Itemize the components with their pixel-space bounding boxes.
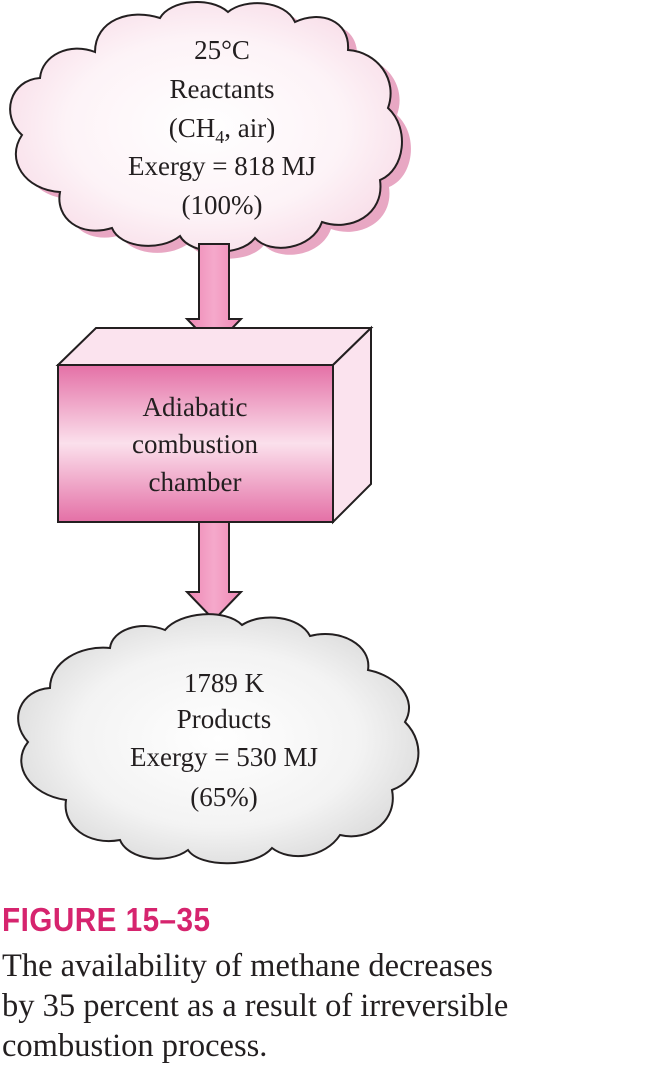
chamber-label-line3: chamber [149,467,242,497]
chamber-front-face [57,364,334,523]
reactants-exergy: Exergy = 818 MJ [128,151,316,181]
products-exergy: Exergy = 530 MJ [130,742,318,772]
reactants-label: Reactants [170,74,275,104]
reactants-percent: (100%) [182,190,263,220]
products-cloud-body [17,613,420,865]
reactants-cloud: 25°C Reactants (CH4, air) Exergy = 818 M… [9,1,411,259]
caption-line: by 35 percent as a result of irreversibl… [2,988,509,1024]
chamber-label-line1: Adiabatic [143,392,248,422]
products-label: Products [177,704,272,734]
figure-caption: FIGURE 15–35 The availability of methane… [2,900,642,1066]
caption-line: combustion process. [2,1028,268,1064]
chamber-top-face [55,327,374,366]
products-cloud: 1789 K Products Exergy = 530 MJ (65%) [17,613,420,865]
chamber-label-line2: combustion [132,429,258,459]
flow-arrow-2 [184,521,244,622]
reactants-formula: (CH4, air) [169,113,275,147]
figure-number: FIGURE 15–35 [2,901,211,938]
exergy-flow-diagram: 25°C Reactants (CH4, air) Exergy = 818 M… [9,1,420,865]
caption-line: The availability of methane decreases [2,948,493,984]
combustion-chamber: Adiabatic combustion chamber [55,325,374,525]
products-temperature: 1789 K [184,668,265,698]
reactants-cloud-body [9,1,403,253]
figure-description: The availability of methane decreases by… [2,946,642,1066]
reactants-temperature: 25°C [194,35,250,65]
products-percent: (65%) [190,782,257,812]
